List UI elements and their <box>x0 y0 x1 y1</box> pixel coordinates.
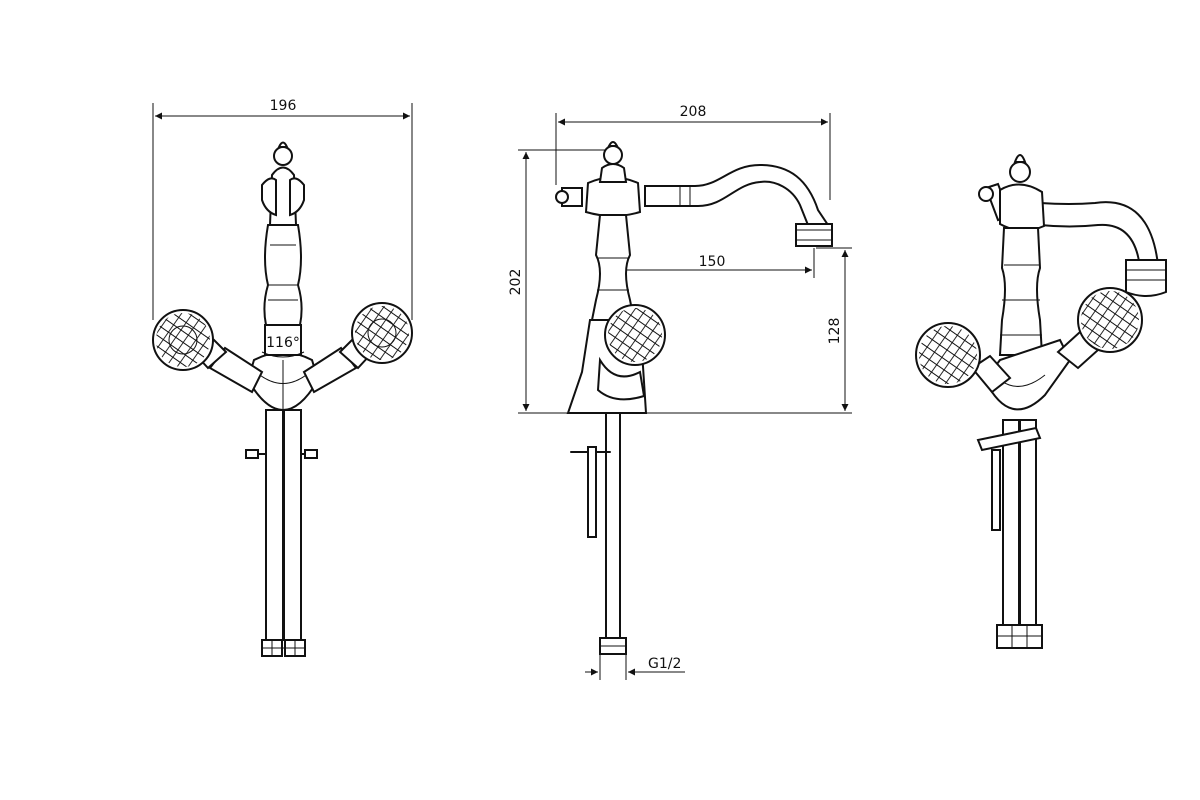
perspective-body <box>978 154 1072 411</box>
dimension-front-width: 196 <box>152 98 413 320</box>
spout-height-label: 128 <box>827 318 843 345</box>
side-height-label: 202 <box>508 269 524 296</box>
perspective-pipes <box>976 419 1043 649</box>
left-handle <box>152 309 264 394</box>
supply-pipes <box>245 409 318 657</box>
connection-label: G1/2 <box>648 656 681 672</box>
dimension-spout-height: 128 <box>640 247 852 414</box>
faucet-body: 116° <box>246 141 320 411</box>
handle-angle-label: 116° <box>266 335 300 351</box>
side-width-label: 208 <box>680 104 707 120</box>
front-view: 196 116° <box>152 98 413 657</box>
perspective-left-handle <box>915 322 1012 394</box>
right-handle <box>302 302 413 394</box>
spout-reach-label: 150 <box>699 254 726 270</box>
spout <box>644 163 833 247</box>
front-width-label: 196 <box>270 98 297 114</box>
side-view: 208 202 150 128 <box>508 104 852 680</box>
dimension-side-height: 202 <box>508 149 612 414</box>
side-pipes <box>570 412 627 655</box>
perspective-right-handle <box>1056 287 1143 370</box>
dimension-spout-reach: 150 <box>614 248 815 278</box>
perspective-spout <box>1039 201 1167 297</box>
dimension-connection: G1/2 <box>585 655 685 680</box>
side-body <box>555 141 666 414</box>
perspective-view <box>915 154 1167 649</box>
dimension-side-width: 208 <box>555 104 831 200</box>
